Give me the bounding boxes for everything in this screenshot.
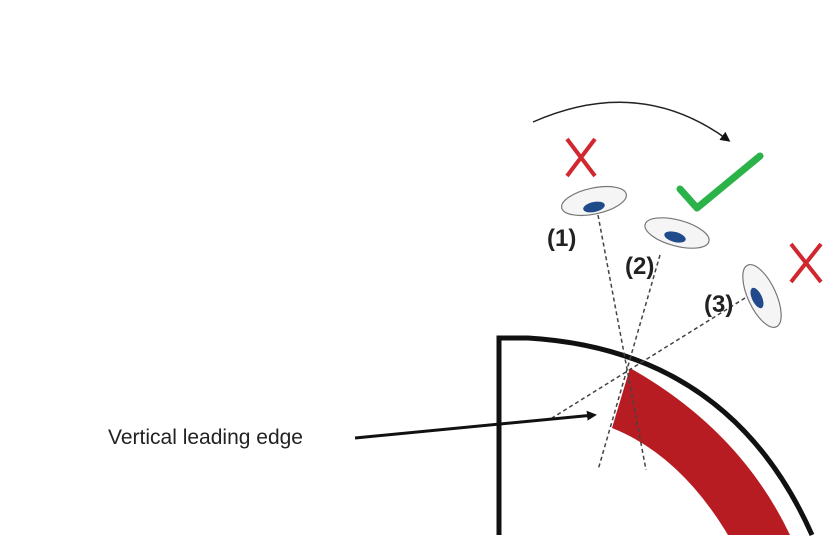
caption-pointer-arrow (354, 410, 597, 440)
vertical-leading-edge-label: Vertical leading edge (108, 426, 303, 449)
eye-icon-position-3 (742, 264, 782, 328)
sight-line-1 (597, 214, 647, 471)
position-label-2: (2) (625, 253, 654, 280)
sight-line-2 (597, 254, 661, 471)
cross-icon (789, 242, 823, 284)
cross-icon (565, 137, 597, 178)
position-label-1: (1) (547, 225, 576, 252)
position-label-3: (3) (704, 291, 733, 318)
sight-line-3 (551, 297, 746, 419)
red-leading-edge-region (612, 368, 790, 535)
curved-arrow (532, 101, 731, 142)
component-outline (496, 335, 815, 537)
eye-icon-position-1 (561, 185, 627, 217)
eye-icon-position-2 (644, 217, 710, 249)
check-mark-icon (676, 152, 764, 212)
